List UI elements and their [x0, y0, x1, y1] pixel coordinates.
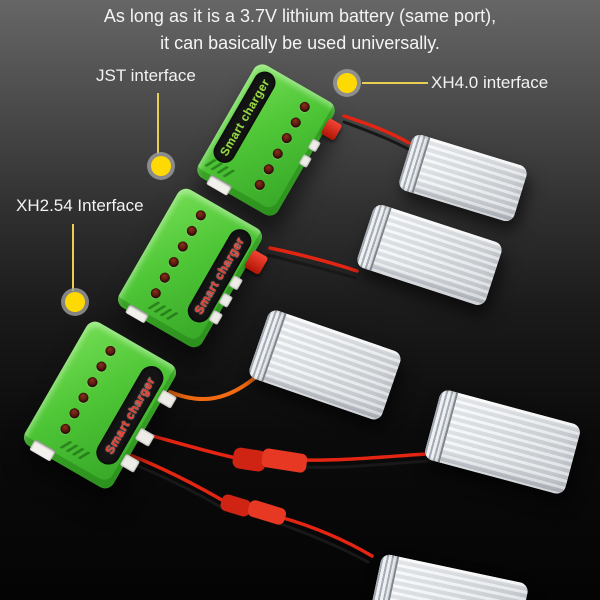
wire-black-middle	[266, 253, 357, 280]
jst-connector-pair1-male	[261, 448, 308, 473]
vent-slits	[147, 300, 179, 322]
wire-red-top	[342, 114, 411, 145]
annotation-jst-label: JST interface	[96, 66, 196, 85]
jst-connector-pair1-female	[232, 447, 267, 472]
charger-bottom-leds	[58, 344, 118, 436]
wire-black-top	[342, 120, 414, 153]
wire-black-portC	[124, 459, 226, 511]
led-indicator-icon	[279, 131, 294, 145]
banner-line-1: As long as it is a 3.7V lithium battery …	[103, 6, 497, 26]
wire-red-to-battery4	[298, 452, 429, 462]
wire-red-portB	[140, 431, 238, 460]
led-indicator-icon	[297, 100, 312, 114]
marker-dot-xh254-icon	[65, 292, 85, 312]
led-indicator-icon	[67, 406, 82, 421]
led-indicator-icon	[175, 239, 190, 254]
annotation-xh254-label: XH2.54 Interface	[16, 196, 144, 215]
led-indicator-icon	[58, 422, 73, 436]
wire-orange-bottom	[168, 374, 259, 402]
led-indicator-icon	[193, 208, 208, 223]
led-indicator-icon	[148, 286, 163, 301]
jst-connector-pair2-female	[220, 494, 252, 517]
led-indicator-icon	[157, 270, 172, 285]
wire-black-to-battery5	[276, 521, 370, 564]
led-indicator-icon	[261, 162, 276, 177]
led-indicator-icon	[166, 255, 181, 269]
marker-dot-jst-icon	[151, 156, 171, 176]
led-indicator-icon	[184, 224, 199, 238]
led-indicator-icon	[252, 178, 267, 192]
annotation-xh40-label: XH4.0 interface	[431, 73, 549, 92]
wire-red-portC	[128, 453, 229, 505]
wire-red-middle	[268, 246, 359, 273]
led-indicator-icon	[288, 115, 303, 130]
led-indicator-icon	[103, 344, 118, 358]
wire-black-to-battery4	[298, 459, 431, 469]
led-indicator-icon	[85, 375, 100, 389]
wire-red-to-battery5	[278, 515, 374, 558]
jst-connector-pair2-male	[247, 500, 287, 525]
banner-line-2: it can basically be used universally.	[160, 33, 440, 53]
led-indicator-icon	[76, 390, 91, 405]
vent-slits	[59, 439, 91, 461]
led-indicator-icon	[270, 146, 285, 161]
marker-dot-xh40-icon	[337, 73, 357, 93]
led-indicator-icon	[94, 359, 109, 374]
